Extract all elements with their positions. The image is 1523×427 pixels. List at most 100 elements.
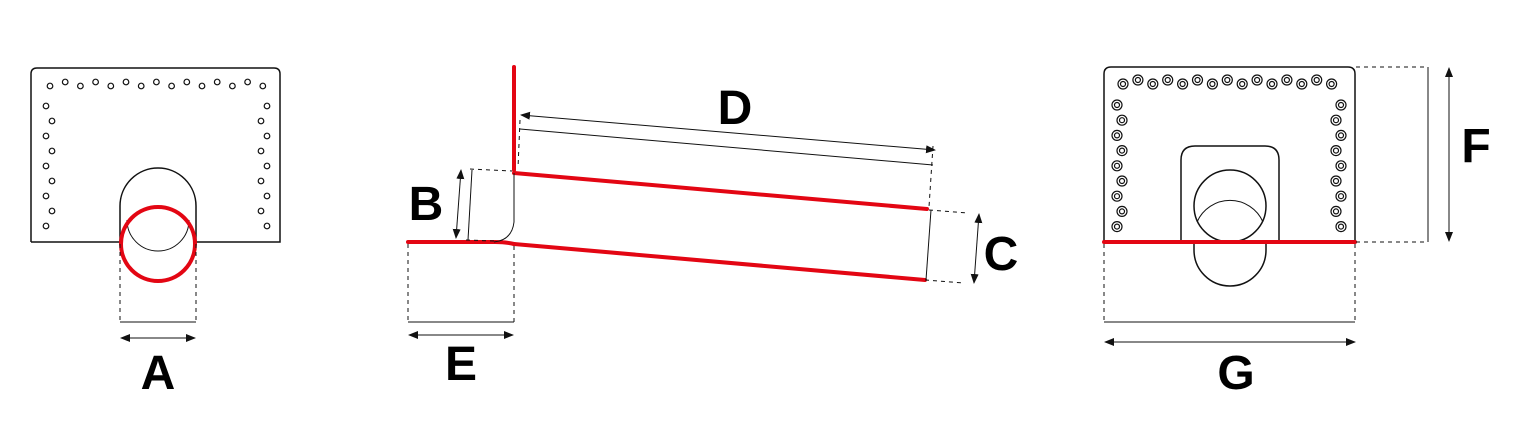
mounting-hole-inner (1118, 177, 1126, 185)
mounting-hole-inner (1164, 76, 1171, 84)
label-b: B (409, 178, 444, 231)
mounting-hole (198, 82, 206, 90)
mounting-hole-inner (1134, 76, 1142, 84)
mounting-hole (168, 82, 176, 90)
front-view: A (30, 67, 281, 400)
mounting-hole (61, 78, 69, 86)
mounting-hole-inner (1337, 162, 1345, 169)
outlet-pipe-circle (119, 205, 197, 283)
mounting-hole-inner (1332, 208, 1340, 215)
dim-d-arrow (520, 111, 936, 154)
label-c: C (984, 228, 1019, 281)
mounting-hole-inner (1313, 76, 1320, 84)
mounting-hole-inner (1332, 117, 1340, 124)
dim-c-extension-top (928, 209, 969, 214)
mounting-hole-inner (1328, 80, 1335, 88)
front-collar-inner-arc (126, 219, 190, 252)
mounting-hole-inner (1118, 208, 1126, 215)
mounting-hole (263, 192, 271, 200)
mounting-hole-inner (1283, 76, 1291, 84)
pipe-bottom-edge (512, 242, 927, 282)
mounting-hole (244, 78, 252, 86)
mounting-hole (76, 82, 84, 90)
dim-d-extension-right (928, 145, 934, 208)
mounting-hole-inner (1337, 223, 1345, 230)
mounting-hole-inner (1194, 76, 1201, 84)
mounting-hole-inner (1337, 132, 1345, 139)
mounting-hole-inner (1224, 76, 1231, 84)
mounting-hole (257, 117, 265, 125)
mounting-hole (213, 78, 221, 86)
mounting-hole (257, 147, 265, 155)
mounting-hole (257, 207, 265, 215)
mounting-hole (48, 117, 56, 125)
front-outlet-collar (119, 167, 197, 242)
dim-c-baseline (925, 209, 932, 281)
mounting-hole (46, 82, 54, 90)
mounting-hole-inner (1113, 162, 1121, 169)
mounting-hole (48, 147, 56, 155)
base-bend (493, 240, 516, 246)
mounting-hole (107, 82, 115, 90)
mounting-hole (48, 177, 56, 185)
dim-b-arrow (452, 169, 465, 239)
mounting-hole (257, 177, 265, 185)
mounting-hole (263, 102, 271, 110)
label-a: A (141, 347, 176, 400)
bend-curve (493, 173, 515, 243)
mounting-hole (48, 207, 56, 215)
label-e: E (445, 338, 477, 391)
label-g: G (1217, 347, 1254, 400)
back-outlet-circle (1193, 169, 1267, 243)
mounting-hole-inner (1268, 80, 1276, 88)
mounting-hole-inner (1119, 80, 1127, 88)
mounting-hole (42, 162, 50, 170)
back-view: F G (1102, 66, 1491, 400)
mounting-hole-inner (1149, 80, 1156, 88)
dim-b-baseline (467, 169, 473, 241)
flange-fold-dash (517, 119, 521, 169)
mounting-hole (259, 82, 267, 90)
mounting-hole (42, 132, 50, 140)
mounting-hole-inner (1113, 101, 1121, 109)
side-view: B C D E (406, 65, 1019, 391)
mounting-hole (263, 132, 271, 140)
dim-b-extension-top (469, 168, 513, 172)
mounting-hole (42, 222, 50, 230)
back-outlet-frame (1180, 145, 1280, 242)
mounting-hole (92, 78, 99, 86)
mounting-hole-inner (1337, 101, 1345, 109)
mounting-hole (183, 78, 191, 86)
mounting-hole-inner (1179, 80, 1186, 88)
mounting-hole-inner (1332, 177, 1340, 185)
dim-c-arrow (970, 213, 983, 284)
mounting-hole (122, 78, 130, 86)
front-hole-pattern (42, 78, 271, 230)
mounting-hole-inner (1118, 117, 1126, 124)
mounting-hole (263, 162, 271, 170)
mounting-hole-inner (1337, 193, 1345, 200)
pipe-top-edge (512, 171, 929, 211)
mounting-hole-inner (1118, 147, 1126, 154)
mounting-hole-inner (1113, 223, 1121, 230)
mounting-hole (263, 222, 271, 230)
mounting-hole-inner (1209, 80, 1216, 88)
mounting-hole-inner (1239, 80, 1246, 88)
label-f: F (1461, 120, 1490, 173)
mounting-hole (42, 192, 50, 200)
mounting-hole-inner (1253, 76, 1261, 84)
label-d: D (718, 82, 753, 135)
mounting-hole-inner (1332, 147, 1340, 154)
mounting-hole-inner (1298, 80, 1305, 88)
mounting-hole (137, 82, 145, 90)
back-plate-outline (1103, 66, 1356, 242)
mounting-hole-inner (1113, 193, 1121, 200)
back-hole-pattern (1111, 74, 1347, 233)
dim-c-extension-bottom (924, 279, 965, 284)
mounting-hole (228, 82, 236, 90)
front-plate-outline (30, 67, 281, 243)
back-outlet-inner-arc (1196, 199, 1264, 223)
back-outlet-lower-half (1193, 244, 1267, 287)
mounting-hole (152, 78, 160, 86)
